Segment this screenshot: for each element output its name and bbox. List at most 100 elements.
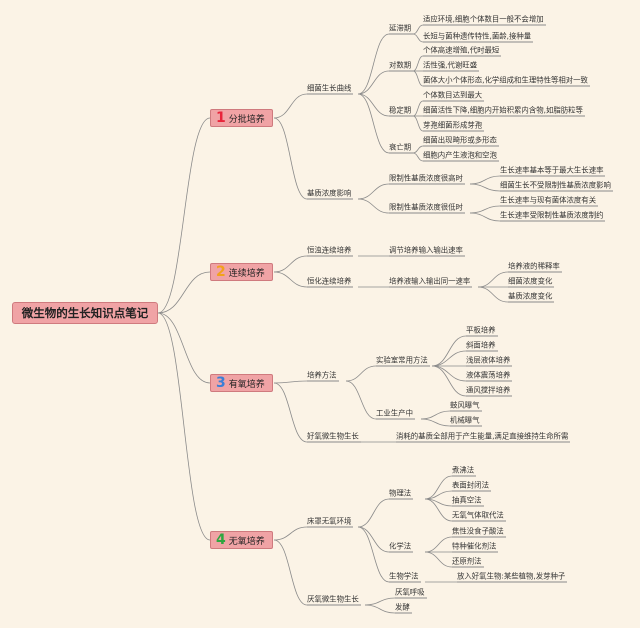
leaf[interactable]: 个体数目达到最大 — [423, 90, 485, 102]
leaf[interactable]: 表面封闭法 — [452, 480, 491, 492]
connector — [273, 382, 308, 443]
leaf[interactable]: 活性强,代谢旺盛 — [423, 60, 480, 72]
branch-number: 1 — [216, 110, 226, 126]
branch-number: 4 — [216, 532, 226, 548]
node-anaerobic-env[interactable]: 床罩无氧环境 — [307, 516, 354, 528]
connector — [424, 475, 453, 500]
node-lab-methods[interactable]: 实验室常用方法 — [376, 355, 430, 367]
connector — [431, 350, 467, 367]
connector — [420, 410, 451, 420]
leaf[interactable]: 特种催化剂法 — [452, 541, 499, 553]
connector — [469, 183, 501, 192]
node-substrate-effect[interactable]: 基质浓度影响 — [307, 188, 354, 200]
connector — [157, 312, 211, 541]
connector — [357, 70, 390, 95]
leaf[interactable]: 菌体大小个体形态,化学组成和生理特性等相对一致 — [423, 75, 590, 87]
leaf[interactable]: 机械曝气 — [450, 415, 482, 427]
leaf[interactable]: 还原剂法 — [452, 556, 484, 568]
node-biological-method[interactable]: 生物学法 — [389, 571, 421, 583]
root-node[interactable]: 微生物的生长知识点笔记 — [12, 302, 158, 324]
leaf[interactable]: 发酵 — [395, 602, 412, 614]
leaf[interactable]: 煮沸法 — [452, 465, 477, 477]
connector — [273, 539, 308, 606]
connector — [157, 271, 211, 314]
connector — [357, 498, 390, 528]
connector — [345, 380, 377, 420]
leaf[interactable]: 调节培养输入输出速率 — [389, 245, 465, 257]
node-chemical-method[interactable]: 化学法 — [389, 541, 414, 553]
connector — [357, 93, 390, 117]
leaf[interactable]: 斜面培养 — [466, 340, 498, 352]
leaf[interactable]: 适应环境,细胞个体数目一般不会增加 — [423, 14, 546, 26]
leaf[interactable]: 液体震荡培养 — [466, 370, 513, 382]
leaf[interactable]: 生长速率与现有菌体浓度有关 — [500, 195, 599, 207]
connector — [431, 365, 467, 382]
connector — [412, 70, 424, 87]
branch-node-anaerobic-culture[interactable]: 4 无氧培养 — [210, 531, 273, 549]
connector — [431, 335, 467, 367]
connector — [273, 93, 308, 119]
connector — [469, 205, 501, 214]
branch-label: 连续培养 — [228, 268, 265, 279]
leaf[interactable]: 消耗的基质全部用于产生能量,满足直接维持生命所需 — [396, 431, 571, 443]
connector — [357, 198, 390, 214]
leaf[interactable]: 焦性没食子酸法 — [452, 526, 506, 538]
leaf[interactable]: 通风搅拌培养 — [466, 385, 513, 397]
leaf[interactable]: 无氧气体取代法 — [452, 510, 506, 522]
connector — [420, 418, 451, 427]
leaf[interactable]: 抽真空法 — [452, 495, 484, 507]
leaf[interactable]: 厌氧呼吸 — [395, 587, 427, 599]
connector — [424, 536, 453, 553]
branch-node-aerobic-culture[interactable]: 3 有氧培养 — [210, 374, 273, 392]
node-chemostat[interactable]: 恒浊连续培养 — [307, 245, 354, 257]
connector — [357, 526, 390, 553]
leaf[interactable]: 浅层液体培养 — [466, 355, 513, 367]
leaf[interactable]: 鼓风曝气 — [450, 400, 482, 412]
node-culture-methods[interactable]: 培养方法 — [307, 370, 339, 382]
node-high-substrate[interactable]: 限制性基质浓度很高时 — [389, 173, 465, 185]
connector — [273, 271, 308, 288]
connector — [477, 286, 509, 303]
branch-node-batch-culture[interactable]: 1 分批培养 — [210, 109, 273, 127]
node-lag-phase[interactable]: 延滞期 — [389, 23, 414, 35]
leaf[interactable]: 芽孢细菌形成芽孢 — [423, 120, 485, 132]
leaf[interactable]: 生长速率受限制性基质浓度制约 — [500, 210, 606, 222]
leaf[interactable]: 生长速率基本等于最大生长速率 — [500, 165, 606, 177]
leaf[interactable]: 放入好氧生物:某些植物,发芽种子 — [457, 571, 568, 583]
connector — [157, 312, 211, 384]
node-turbidostat-rate[interactable]: 培养液输入输出同一速率 — [389, 276, 473, 288]
connector — [273, 255, 308, 273]
connector — [412, 55, 424, 72]
connector — [157, 117, 211, 314]
leaf[interactable]: 培养液的稀释率 — [508, 261, 562, 273]
node-anaerobic-growth[interactable]: 厌氧微生物生长 — [307, 594, 361, 606]
connector — [412, 152, 424, 162]
connector — [273, 526, 308, 541]
leaf[interactable]: 基质浓度变化 — [508, 291, 555, 303]
leaf[interactable]: 细菌活性下降,细胞内开始积累内含物,如脂肪粒等 — [423, 105, 585, 117]
connector — [412, 145, 424, 154]
node-stationary-phase[interactable]: 稳定期 — [389, 105, 414, 117]
node-physical-method[interactable]: 物理法 — [389, 488, 414, 500]
leaf[interactable]: 细菌生长不受限制性基质浓度影响 — [500, 180, 613, 192]
leaf[interactable]: 个体高速增殖,代时最短 — [423, 45, 502, 57]
node-low-substrate[interactable]: 限制性基质浓度很低时 — [389, 202, 465, 214]
leaf[interactable]: 细菌浓度变化 — [508, 276, 555, 288]
leaf[interactable]: 细菌出现畸形或多形态 — [423, 135, 499, 147]
node-aerobic-growth[interactable]: 好氧微生物生长 — [307, 431, 361, 443]
connector — [345, 365, 377, 382]
node-growth-curve[interactable]: 细菌生长曲线 — [307, 83, 354, 95]
connector — [412, 115, 424, 132]
connector — [273, 117, 308, 200]
leaf[interactable]: 长短与菌种遗传特性,菌龄,接种量 — [423, 31, 534, 43]
leaf[interactable]: 平板培养 — [466, 325, 498, 337]
connector — [357, 183, 390, 200]
connector — [477, 271, 509, 288]
node-turbidostat[interactable]: 恒化连续培养 — [307, 276, 354, 288]
leaf[interactable]: 细胞内产生液泡和空泡 — [423, 150, 499, 162]
node-log-phase[interactable]: 对数期 — [389, 60, 414, 72]
node-industrial[interactable]: 工业生产中 — [376, 408, 415, 420]
branch-node-continuous-culture[interactable]: 2 连续培养 — [210, 263, 273, 281]
node-decline-phase[interactable]: 衰亡期 — [389, 142, 414, 154]
